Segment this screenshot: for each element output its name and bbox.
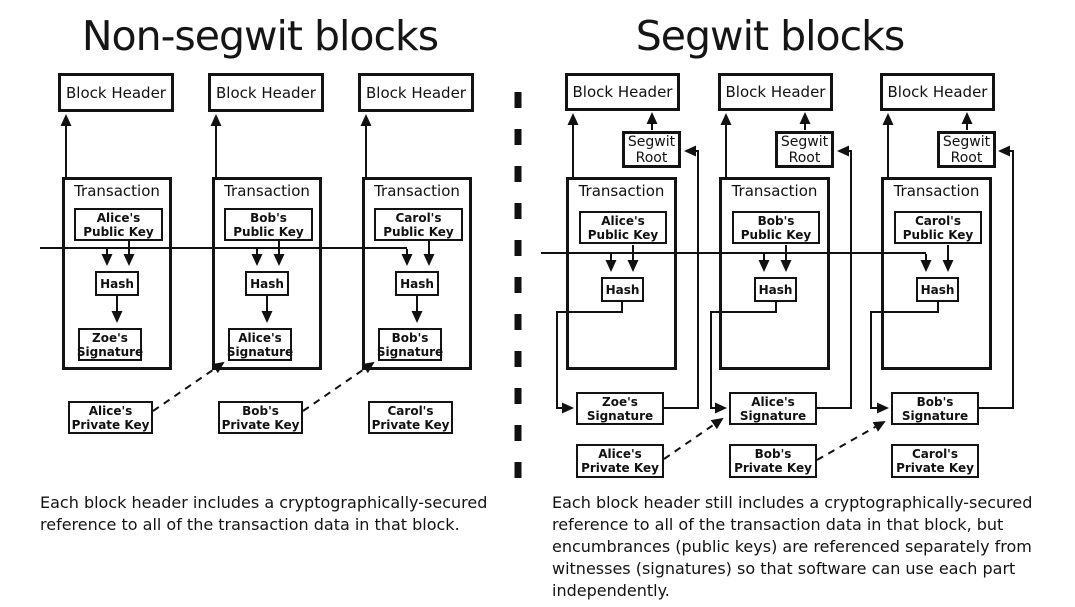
caption-line: witnesses (signatures) so that software … <box>552 559 1016 578</box>
caption-line: independently. <box>552 581 670 600</box>
transaction-box: Transaction <box>62 177 172 370</box>
hash-box: Hash <box>916 277 959 302</box>
block-header-box: Block Header <box>880 73 995 111</box>
caption-line: Each block header includes a cryptograph… <box>40 493 488 512</box>
segwit-caption: Each block header still includes a crypt… <box>552 492 1032 602</box>
hash-box: Hash <box>95 271 139 296</box>
transaction-label: Transaction <box>74 182 160 200</box>
caption-line: reference to all of the transaction data… <box>40 515 460 534</box>
block-header-box: Block Header <box>58 73 174 112</box>
hash-box: Hash <box>245 271 289 296</box>
segwit-title: Segwit blocks <box>635 12 905 60</box>
transaction-box: Transaction <box>719 177 830 370</box>
block-header-box: Block Header <box>565 73 680 111</box>
transaction-box: Transaction <box>566 177 677 370</box>
caption-line: encumbrances (public keys) are reference… <box>552 537 1032 556</box>
caption-line: reference to all of the transaction data… <box>552 515 1004 534</box>
block-header-label: Block Header <box>66 83 166 102</box>
nonsegwit-title: Non-segwit blocks <box>81 12 439 60</box>
block-header-box: Block Header <box>718 73 833 111</box>
hash-box: Hash <box>601 277 644 302</box>
transaction-box: Transaction <box>881 177 992 370</box>
transaction-box: Transaction <box>212 177 322 370</box>
block-header-box: Block Header <box>358 73 474 112</box>
hash-box: Hash <box>395 271 439 296</box>
caption-line: Each block header still includes a crypt… <box>552 493 1033 512</box>
block-header-box: Block Header <box>208 73 324 112</box>
nonsegwit-caption: Each block header includes a cryptograph… <box>40 492 487 536</box>
transaction-box: Transaction <box>362 177 472 370</box>
hash-box: Hash <box>754 277 797 302</box>
